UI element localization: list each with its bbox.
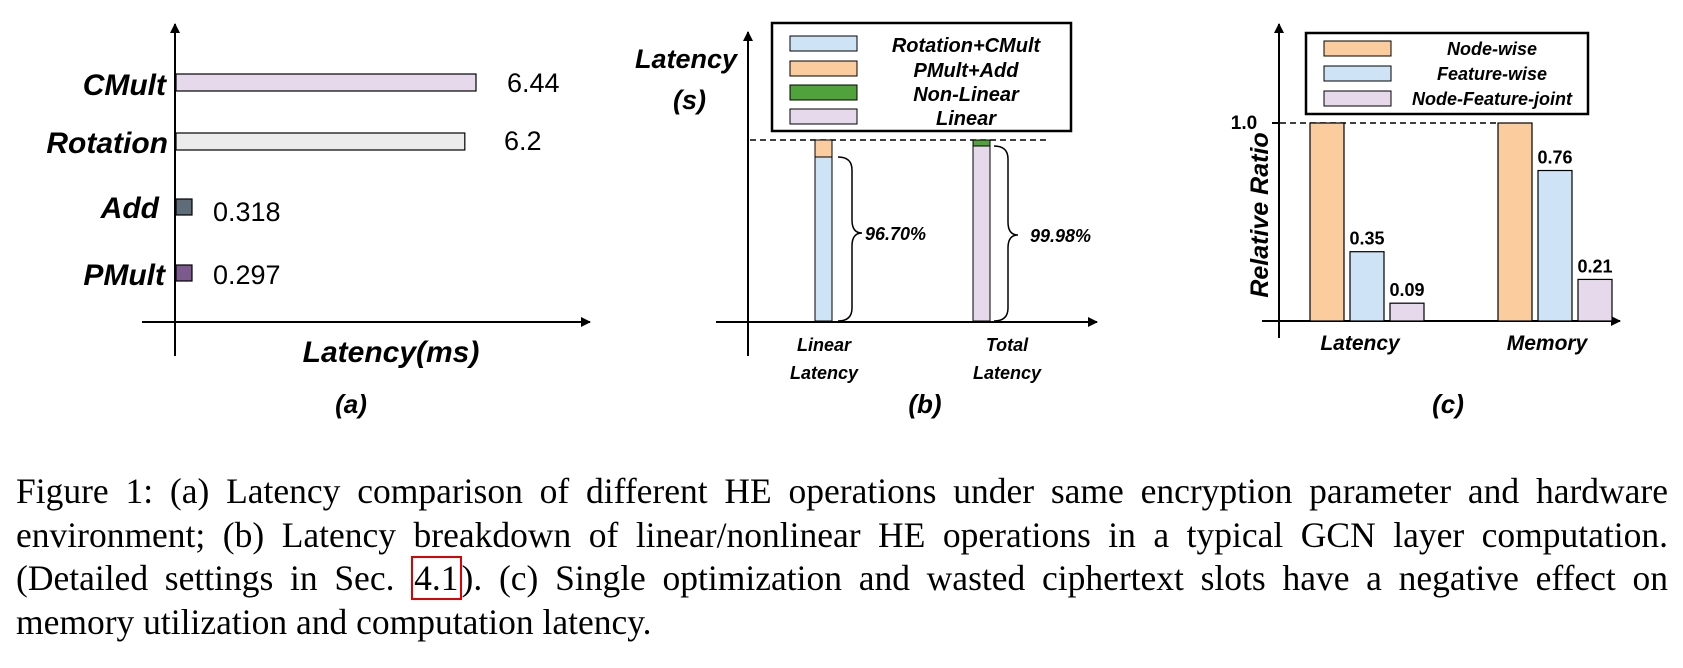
chart-c-panel-label: (c) <box>1432 389 1464 419</box>
chart-a-bar-cmult <box>175 73 477 92</box>
chart-c-legend-swatch <box>1323 90 1392 107</box>
caption-text-part1: Figure 1: (a) Latency comparison of diff… <box>16 471 1668 598</box>
chart-b-annotation-total-latency: 99.98% <box>1030 226 1091 246</box>
chart-c-legend-swatch <box>1323 65 1392 82</box>
chart-b-y-axis-label: (s) <box>673 85 706 115</box>
chart-c-legend-label: Node-wise <box>1447 39 1537 59</box>
chart-c-bar-latency-node-feature-joint <box>1389 302 1425 322</box>
chart-b-bar-linear-latency-pmult-add <box>814 139 833 158</box>
chart-c-value-label: 0.09 <box>1389 280 1424 300</box>
chart-c-bar-latency-feature-wise <box>1349 251 1385 322</box>
chart-b-x-tick-label: Latency <box>790 363 859 383</box>
chart-c-y-axis-label: Relative Ratio <box>1246 132 1274 297</box>
caption-text-part2: ). (c) Single optimization and wasted ci… <box>16 558 1668 642</box>
figure-canvas: CMult Rotation Add PMult 6.44 6.2 0.318 … <box>46 21 1621 419</box>
chart-c-value-label: 0.35 <box>1349 229 1384 249</box>
chart-a-value-label: 6.2 <box>504 126 542 156</box>
chart-b-y-axis-label: Latency <box>635 44 739 74</box>
chart-c-legend: Node-wise Feature-wise Node-Feature-join… <box>1304 31 1590 116</box>
chart-a-category-label: Add <box>100 192 160 225</box>
chart-a-value-label: 0.297 <box>213 260 281 290</box>
chart-a-bar-add <box>175 198 193 216</box>
chart-a-value-label: 0.318 <box>213 197 281 227</box>
chart-b-brace-total-latency <box>993 145 1019 322</box>
chart-a-x-axis-label: Latency(ms) <box>303 336 480 369</box>
chart-a-category-label: PMult <box>83 259 167 292</box>
chart-c-legend-swatch <box>1323 40 1392 57</box>
chart-b-annotation-linear-latency: 96.70% <box>865 224 926 244</box>
chart-a-bars <box>175 73 477 282</box>
chart-b-brace-linear-latency <box>837 156 863 322</box>
chart-a-panel-label: (a) <box>335 389 367 419</box>
chart-b: Latency (s) 96.70% Linear Latency 99.98%… <box>635 21 1098 419</box>
chart-b-legend-swatch <box>789 108 858 125</box>
chart-c-bar-memory-node-wise <box>1497 122 1533 322</box>
chart-b-panel-label: (b) <box>908 389 941 419</box>
chart-b-x-tick-label: Latency <box>973 363 1042 383</box>
chart-c-bar-memory-feature-wise <box>1537 169 1573 322</box>
chart-b-bar-linear-latency-rotation-cmult <box>814 156 833 322</box>
chart-a-bar-rotation <box>175 132 466 151</box>
chart-b-legend-swatch <box>789 35 858 52</box>
chart-b-legend-label: Linear <box>936 108 997 130</box>
chart-a-category-label: Rotation <box>46 127 168 160</box>
chart-c-x-tick-label: Memory <box>1507 332 1589 355</box>
chart-c: 1.0 0.35 0.76 0.09 0.21 Relative Ratio Late… <box>1231 23 1621 419</box>
chart-b-x-tick-label: Linear <box>797 335 852 355</box>
chart-c-bar-memory-node-feature-joint <box>1577 278 1613 322</box>
chart-b-bar-total-latency-linear <box>972 145 991 322</box>
chart-c-legend-label: Node-Feature-joint <box>1412 89 1573 109</box>
chart-b-bar-total-latency-non-linear <box>972 139 991 147</box>
chart-c-legend-label: Feature-wise <box>1437 64 1547 84</box>
figure-caption: Figure 1: (a) Latency comparison of diff… <box>16 470 1668 644</box>
chart-b-legend-label: Non-Linear <box>913 84 1020 106</box>
chart-c-value-label: 0.76 <box>1537 148 1572 168</box>
chart-a-value-label: 6.44 <box>507 68 560 98</box>
chart-b-legend-swatch <box>789 60 858 77</box>
chart-b-legend: Rotation+CMult PMult+Add Non-Linear Line… <box>770 21 1073 133</box>
chart-b-legend-label: Rotation+CMult <box>892 35 1042 57</box>
chart-b-legend-swatch <box>789 84 858 101</box>
chart-c-bar-latency-node-wise <box>1309 122 1345 322</box>
chart-a-bar-pmult <box>175 264 193 282</box>
chart-b-legend-label: PMult+Add <box>914 60 1020 82</box>
chart-c-bars: 0.35 0.76 0.09 0.21 <box>1309 122 1613 322</box>
chart-a-category-label: CMult <box>83 69 168 102</box>
chart-b-x-tick-label: Total <box>986 335 1029 355</box>
chart-a: CMult Rotation Add PMult 6.44 6.2 0.318 … <box>46 23 591 419</box>
chart-c-x-tick-label: Latency <box>1320 332 1401 355</box>
chart-c-value-label: 0.21 <box>1577 256 1612 276</box>
chart-c-ref-label: 1.0 <box>1231 113 1257 134</box>
section-reference-link[interactable]: 4.1 <box>411 556 462 600</box>
